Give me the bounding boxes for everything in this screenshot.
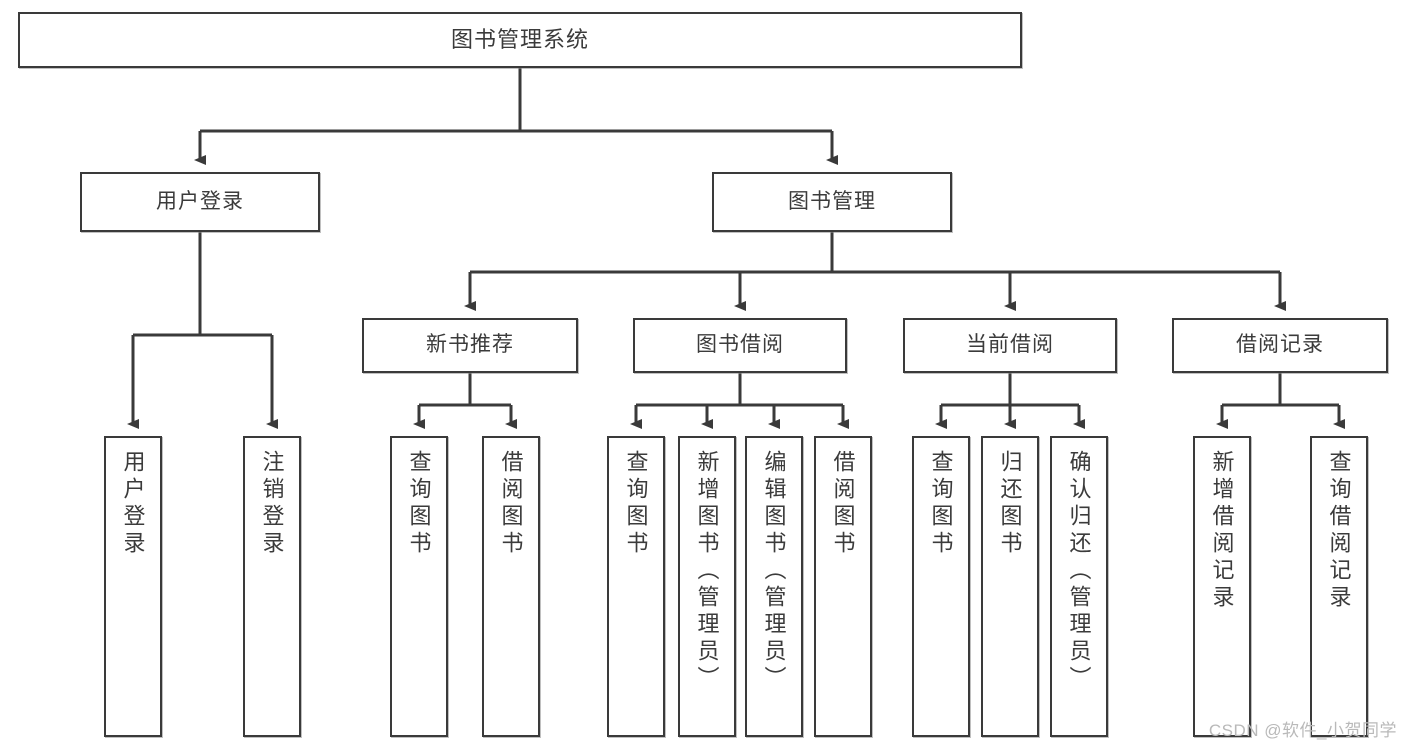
node-label: 确认归还（管理员） <box>1066 450 1092 693</box>
node-label: 查询图书 <box>928 450 954 558</box>
node-user-login[interactable]: 用户登录 <box>80 172 320 232</box>
node-label: 用户登录 <box>120 450 146 558</box>
node-label: 归还图书 <box>997 450 1023 558</box>
node-label: 查询借阅记录 <box>1326 450 1352 612</box>
node-label: 图书管理系统 <box>450 27 589 53</box>
leaf-book-borrow-query-book[interactable]: 查询图书 <box>607 436 665 737</box>
node-label: 借阅图书 <box>498 450 524 558</box>
leaf-current-borrow-query-book[interactable]: 查询图书 <box>912 436 970 737</box>
node-root-book-management-system[interactable]: 图书管理系统 <box>18 12 1022 68</box>
node-book-management[interactable]: 图书管理 <box>712 172 952 232</box>
node-label: 新书推荐 <box>426 333 514 357</box>
node-label: 图书管理 <box>788 189 876 213</box>
node-label: 编辑图书（管理员） <box>761 450 787 693</box>
node-book-borrow[interactable]: 图书借阅 <box>633 318 847 373</box>
watermark: CSDN @软件_小贺同学 <box>1208 721 1397 740</box>
node-label: 注销登录 <box>259 450 285 558</box>
leaf-book-borrow-edit-book-admin[interactable]: 编辑图书（管理员） <box>745 436 803 737</box>
leaf-borrow-record-add-record[interactable]: 新增借阅记录 <box>1193 436 1251 737</box>
node-borrow-record[interactable]: 借阅记录 <box>1172 318 1388 373</box>
node-current-borrow[interactable]: 当前借阅 <box>903 318 1117 373</box>
leaf-borrow-record-query-record[interactable]: 查询借阅记录 <box>1310 436 1368 737</box>
node-label: 当前借阅 <box>966 333 1054 357</box>
leaf-book-borrow-borrow-book[interactable]: 借阅图书 <box>814 436 872 737</box>
node-label: 图书借阅 <box>696 333 784 357</box>
node-label: 查询图书 <box>623 450 649 558</box>
node-label: 借阅记录 <box>1236 333 1324 357</box>
leaf-user-login-login[interactable]: 用户登录 <box>104 436 162 737</box>
node-label: 用户登录 <box>156 189 244 213</box>
node-label: 新增借阅记录 <box>1209 450 1235 612</box>
leaf-book-borrow-add-book-admin[interactable]: 新增图书（管理员） <box>678 436 736 737</box>
node-label: 查询图书 <box>406 450 432 558</box>
leaf-new-book-query-book[interactable]: 查询图书 <box>390 436 448 737</box>
node-new-book-recommend[interactable]: 新书推荐 <box>362 318 578 373</box>
node-label: 新增图书（管理员） <box>694 450 720 693</box>
node-label: 借阅图书 <box>830 450 856 558</box>
leaf-user-login-logout[interactable]: 注销登录 <box>243 436 301 737</box>
leaf-current-borrow-return-book[interactable]: 归还图书 <box>981 436 1039 737</box>
leaf-new-book-borrow-book[interactable]: 借阅图书 <box>482 436 540 737</box>
leaf-current-borrow-confirm-return-admin[interactable]: 确认归还（管理员） <box>1050 436 1108 737</box>
